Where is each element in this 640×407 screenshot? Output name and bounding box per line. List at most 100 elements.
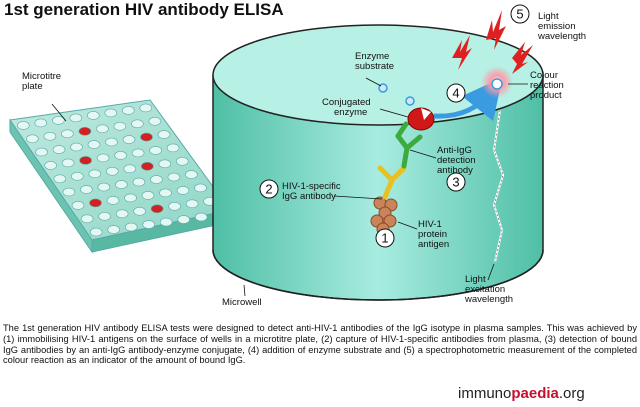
- reaction-arrow: [433, 77, 503, 122]
- caption: The 1st generation HIV antibody ELISA te…: [3, 323, 637, 366]
- plate-well: [89, 198, 102, 208]
- plate-well: [124, 193, 137, 203]
- label-light-emission: Light emission wavelength: [537, 11, 586, 42]
- step-4: 4: [446, 83, 466, 103]
- plate-well: [133, 207, 146, 216]
- plate-well: [157, 130, 171, 139]
- step-3: 3: [446, 172, 466, 192]
- plate-well: [139, 103, 153, 113]
- plate-well: [150, 204, 164, 214]
- plate-well: [70, 142, 83, 152]
- plate-well: [106, 167, 119, 176]
- svg-text:5: 5: [516, 7, 523, 22]
- excitation-lightning-outline: [493, 109, 504, 263]
- plate-well: [142, 220, 155, 229]
- page-title: 1st generation HIV antibody ELISA: [4, 0, 284, 19]
- logo-prefix: immuno: [458, 385, 512, 402]
- plate-well: [89, 227, 103, 237]
- plate-well: [88, 169, 102, 179]
- plate-well: [159, 217, 173, 227]
- plate-well: [185, 170, 198, 179]
- plate-well: [79, 156, 92, 165]
- svg-text:2: 2: [265, 182, 272, 197]
- plate-well: [194, 183, 207, 193]
- label-anti-igg: Anti-IgG detection antibody: [437, 145, 478, 176]
- label-colour-reaction: Colour reaction product: [530, 70, 566, 101]
- plate-well: [87, 111, 100, 120]
- label-enzyme-substrate: Enzyme substrate: [355, 51, 394, 72]
- plate-well: [166, 143, 180, 153]
- plate-well: [124, 222, 138, 232]
- plate-well: [131, 119, 144, 129]
- plate-well: [16, 121, 30, 130]
- label-hiv-igg: HIV-1-specific IgG antibody: [282, 181, 343, 202]
- plate-well: [132, 177, 146, 187]
- plate-well: [131, 148, 145, 158]
- plate-well: [61, 129, 74, 139]
- plate-well: [80, 214, 94, 224]
- plate-well: [71, 172, 84, 181]
- plate-well: [35, 147, 48, 157]
- plate-well: [96, 153, 110, 163]
- plate-well: [176, 186, 190, 195]
- plate-well: [51, 116, 65, 125]
- leader-lines: [51, 77, 528, 297]
- plate-well: [167, 172, 181, 182]
- plate-well: [168, 202, 181, 211]
- anti-igg-antibody: [395, 121, 423, 169]
- plate-well: [61, 158, 75, 168]
- plate-well: [87, 140, 101, 149]
- plate-well: [115, 180, 128, 189]
- svg-text:4: 4: [452, 86, 459, 101]
- plate-well: [98, 212, 111, 221]
- plate-well: [26, 134, 39, 144]
- plate-well: [158, 159, 172, 169]
- step-2: 2: [259, 179, 279, 199]
- plate-well: [122, 106, 135, 115]
- plate-well: [62, 187, 76, 197]
- plate-well: [104, 108, 118, 118]
- plate-well: [141, 162, 154, 171]
- label-light-excitation: Light excitation wavelength: [464, 274, 513, 305]
- plate-well: [53, 174, 67, 184]
- plate-well: [71, 201, 85, 210]
- label-microtitre-plate: Microtitre plate: [22, 71, 64, 92]
- svg-text:1: 1: [381, 231, 388, 246]
- label-hiv-antigen: HIV-1 protein antigen: [418, 219, 450, 250]
- plate-well: [194, 212, 208, 222]
- label-microwell: Microwell: [222, 297, 262, 308]
- conjugated-enzyme: [407, 107, 435, 131]
- label-conjugated-enzyme: Conjugated enzyme: [322, 97, 373, 118]
- plate-well: [113, 122, 127, 131]
- plate-well: [80, 185, 93, 194]
- plate-well: [177, 215, 190, 224]
- plate-well: [34, 118, 48, 128]
- step-1: 1: [375, 228, 395, 248]
- plate-well: [148, 117, 162, 126]
- plate-well: [141, 191, 155, 200]
- plate-well: [52, 145, 66, 154]
- colour-reaction-product: [481, 66, 513, 98]
- immunopaedia-logo: immunopaedia.org: [458, 385, 585, 402]
- hiv-igg-antibody: [377, 165, 407, 200]
- plate-well: [123, 164, 137, 174]
- logo-suffix: .org: [558, 385, 585, 402]
- svg-text:3: 3: [452, 175, 459, 190]
- plate-well: [149, 146, 162, 155]
- plate-well: [69, 113, 83, 123]
- elisa-diagram: Microtitre plate Enzyme substrate Conjug…: [9, 4, 586, 308]
- plate-well: [150, 175, 163, 184]
- emission-lightning: [452, 10, 533, 74]
- plate-wells: [16, 103, 225, 237]
- plate-well: [140, 132, 153, 142]
- plate-well: [78, 127, 92, 136]
- plate-well: [107, 225, 120, 234]
- logo-brand: paedia: [511, 385, 559, 402]
- plate-well: [122, 135, 136, 144]
- plate-well: [105, 137, 118, 147]
- plate-well: [106, 196, 120, 205]
- plate-well: [115, 209, 129, 219]
- step-5: 5: [510, 4, 530, 24]
- microtitre-plate: [9, 99, 231, 254]
- plate-well: [176, 157, 189, 166]
